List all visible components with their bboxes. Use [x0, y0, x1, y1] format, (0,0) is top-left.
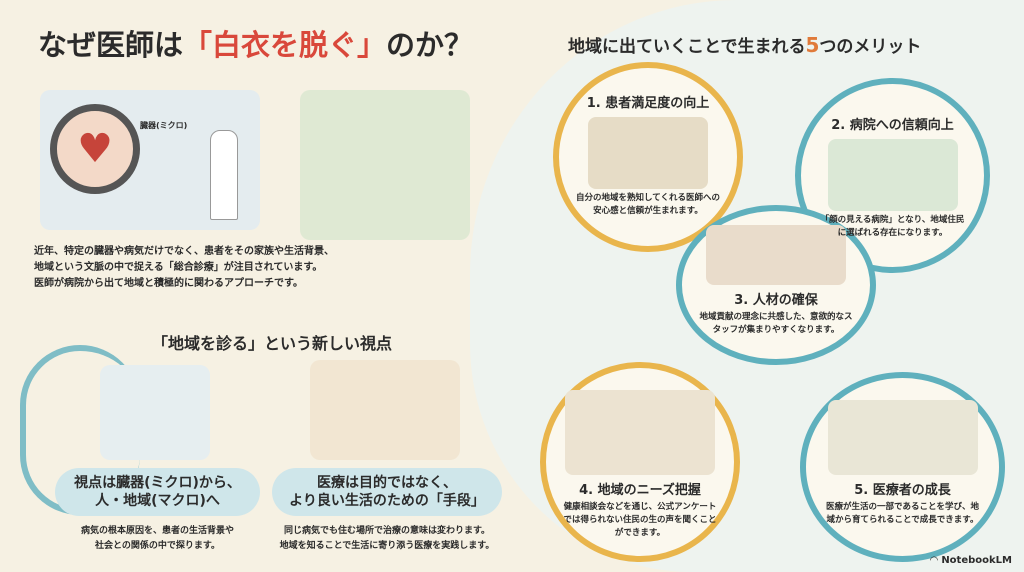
- point-1-heading: 視点は臓器(ミクロ)から、人・地域(マクロ)へ: [55, 468, 260, 516]
- merit-card-3: 3. 人材の確保 地域貢献の理念に共感した、意欲的なスタッフが集まりやすくなりま…: [676, 205, 876, 365]
- merit-text: 地域貢献の理念に共感した、意欲的なスタッフが集まりやすくなります。: [699, 312, 853, 335]
- merit-card-5: 5. 医療者の成長 医療が生活の一部であることを学び、地域から育てられることで成…: [800, 372, 1005, 562]
- magnifier-heart-icon: ♥: [50, 104, 140, 194]
- hospital-community-illustration: [827, 139, 958, 211]
- merit-text: 自分の地域を熟知してくれる医師への安心感と信頼が生まれます。: [576, 193, 720, 216]
- handshake-illustration: [588, 117, 708, 189]
- point-2-heading: 医療は目的ではなく、より良い生活のための「手段」: [272, 468, 502, 516]
- merit-text: 医療が生活の一部であることを学び、地域から育てられることで成長できます。: [826, 502, 979, 525]
- staff-banner-illustration: [706, 225, 846, 285]
- merit-title: 1. 患者満足度の向上: [586, 96, 710, 111]
- meeting-illustration: [565, 390, 715, 475]
- point-1-text: 病気の根本原因を、患者の生活背景や社会との関係の中で探ります。: [80, 526, 234, 551]
- growth-illustration: [827, 400, 978, 475]
- notebooklm-icon: ◠: [930, 555, 942, 566]
- merit-text: 健康相談会などを通じ、公式アンケートでは得られない住民の生の声を聞くことができま…: [563, 502, 717, 538]
- merit-title: 2. 病院への信頼向上: [831, 118, 954, 133]
- page-title: なぜ医師は「白衣を脱ぐ」のか？: [38, 28, 474, 62]
- point-2-text: 同じ病気でも住む場所で治療の意味は変わります。地域を知ることで生活に寄り添う医療…: [279, 526, 495, 551]
- merit-title: 3. 人材の確保: [734, 293, 818, 308]
- merit-card-1: 1. 患者満足度の向上 自分の地域を熟知してくれる医師への安心感と信頼が生まれま…: [553, 62, 743, 252]
- merit-title: 5. 医療者の成長: [854, 483, 951, 498]
- intro-text: 近年、特定の臓器や病気だけでなく、患者をその家族や生活背景、地域という文脈の中で…: [34, 246, 334, 289]
- hospital-illustration: ♥ 臓器(ミクロ): [40, 90, 260, 230]
- microscope-illustration: [100, 365, 210, 460]
- merit-card-2: 2. 病院への信頼向上 「顔の見える病院」となり、地域住民に選ばれる存在になりま…: [795, 78, 990, 273]
- notebooklm-logo: ◠ NotebookLM: [930, 555, 1012, 566]
- doctor-figure: [210, 130, 238, 220]
- community-illustration: [310, 360, 460, 460]
- hospital-sign: 臓器(ミクロ): [140, 121, 188, 130]
- doctor-walking-illustration: [300, 90, 470, 240]
- merit-card-4: 4. 地域のニーズ把握 健康相談会などを通じ、公式アンケートでは得られない住民の…: [540, 362, 740, 562]
- merits-title: 地域に出ていくことで生まれる5つのメリット: [568, 33, 922, 57]
- merit-text: 「顔の見える病院」となり、地域住民に選ばれる存在になります。: [820, 215, 965, 238]
- section-title: 「地域を診る」という新しい視点: [152, 334, 393, 353]
- merit-title: 4. 地域のニーズ把握: [579, 483, 701, 498]
